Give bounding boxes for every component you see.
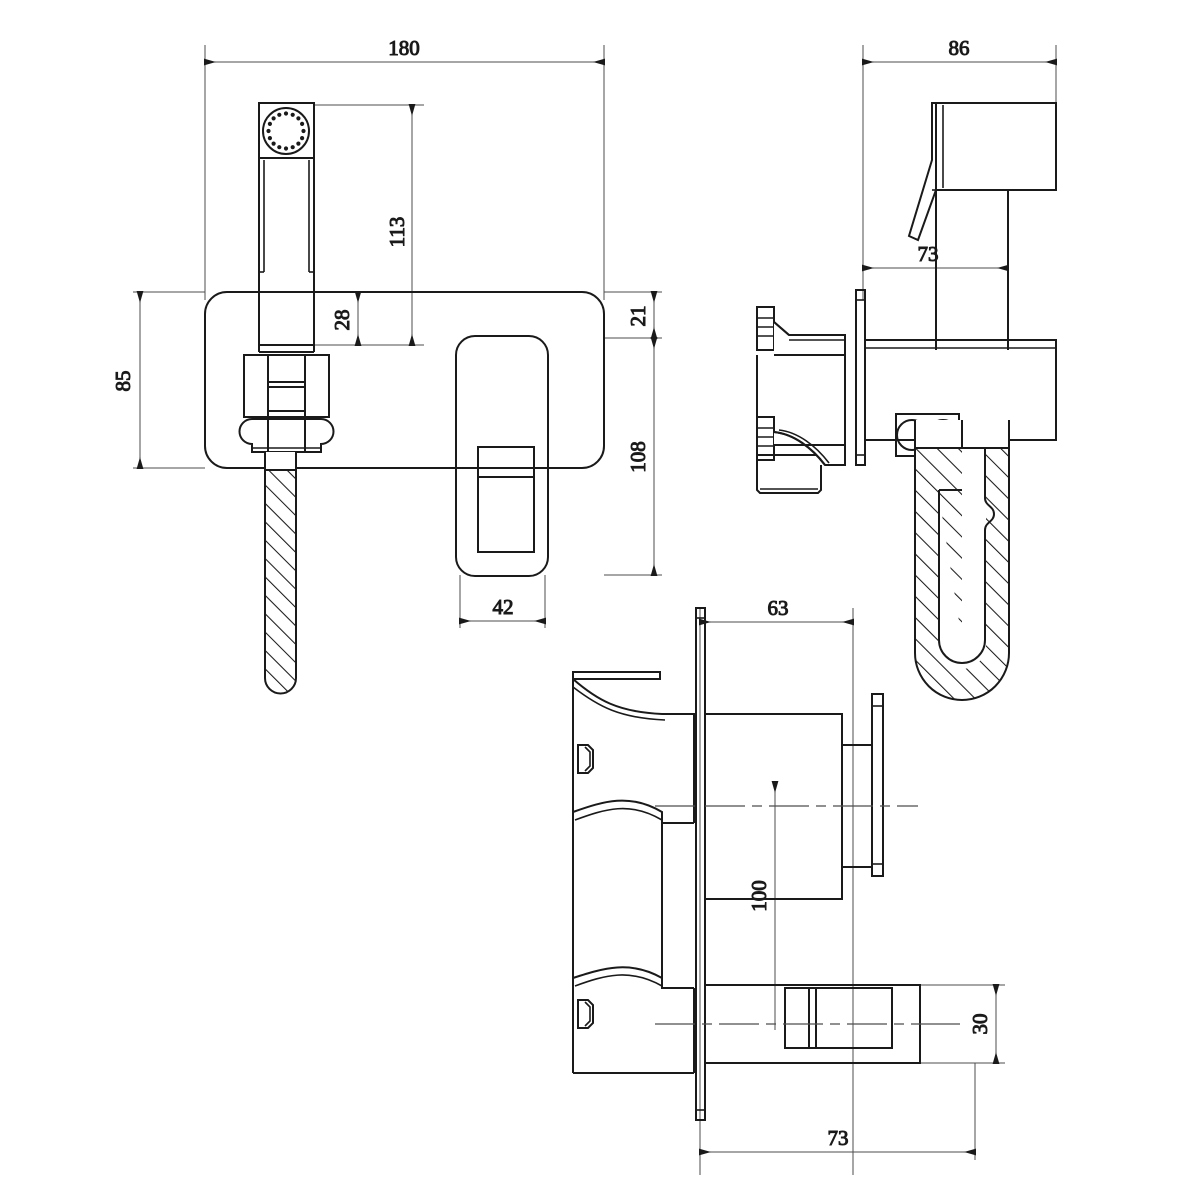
dim-86-label: 86: [949, 36, 970, 60]
dim-63: 63: [699, 596, 854, 626]
dim-108-label: 108: [626, 441, 650, 473]
section-view: 63 100 30 73: [572, 596, 1005, 1175]
u-hose-side: [914, 420, 1010, 701]
spray-head-body: [258, 102, 315, 159]
dim-85-label: 85: [111, 371, 135, 392]
dim-30: 30: [968, 984, 1000, 1064]
lever-handle-inset: [477, 446, 535, 553]
flexible-hose-front: [264, 452, 297, 695]
spray-head-face: [262, 107, 310, 155]
dim-30-label: 30: [968, 1014, 992, 1035]
side-elevation-view: 86 73: [756, 36, 1057, 701]
center-lines-section: [655, 805, 965, 1025]
dim-73-top: 73: [862, 242, 1009, 272]
upper-spout-block: [704, 693, 884, 900]
spray-gun-barrel: [258, 158, 315, 353]
dim-28-label: 28: [330, 310, 354, 331]
valve-body-section: [572, 671, 695, 1074]
dim-100-label: 100: [747, 880, 771, 912]
dim-73-bottom-label: 73: [828, 1126, 849, 1150]
dim-73-top-label: 73: [918, 242, 939, 266]
dim-28: 28: [330, 291, 362, 346]
dim-42: 42: [459, 595, 546, 625]
trigger-collar-assembly: [238, 354, 335, 453]
trigger-lever-side: [907, 102, 937, 242]
wall-plate-front: [204, 291, 605, 469]
gun-barrel-side: [935, 190, 1009, 350]
dim-180-label: 180: [388, 36, 420, 60]
lever-handle-front: [455, 335, 549, 577]
dim-100: 100: [747, 781, 779, 1030]
dim-42-label: 42: [493, 595, 514, 619]
dim-21: 21: [626, 291, 658, 339]
dim-21-label: 21: [626, 306, 650, 327]
wall-bracket-side: [756, 306, 846, 494]
valve-body-side: [864, 339, 1057, 441]
dim-113-label: 113: [385, 217, 409, 248]
front-elevation-view: 180 113 28 85 21 108 42: [111, 36, 662, 695]
spray-head-nozzle-holes: [266, 111, 306, 151]
dim-113: 113: [385, 104, 416, 346]
dim-63-label: 63: [768, 596, 789, 620]
side-extension-lines: [862, 45, 1057, 300]
front-extension-lines: [133, 45, 662, 628]
dim-73-bottom: 73: [699, 1126, 976, 1156]
dim-180: 180: [204, 36, 605, 66]
dim-86: 86: [862, 36, 1057, 66]
dim-108: 108: [626, 337, 658, 576]
dim-85: 85: [111, 291, 144, 469]
wall-plate-side: [855, 289, 866, 466]
spray-head-side: [935, 102, 1057, 191]
